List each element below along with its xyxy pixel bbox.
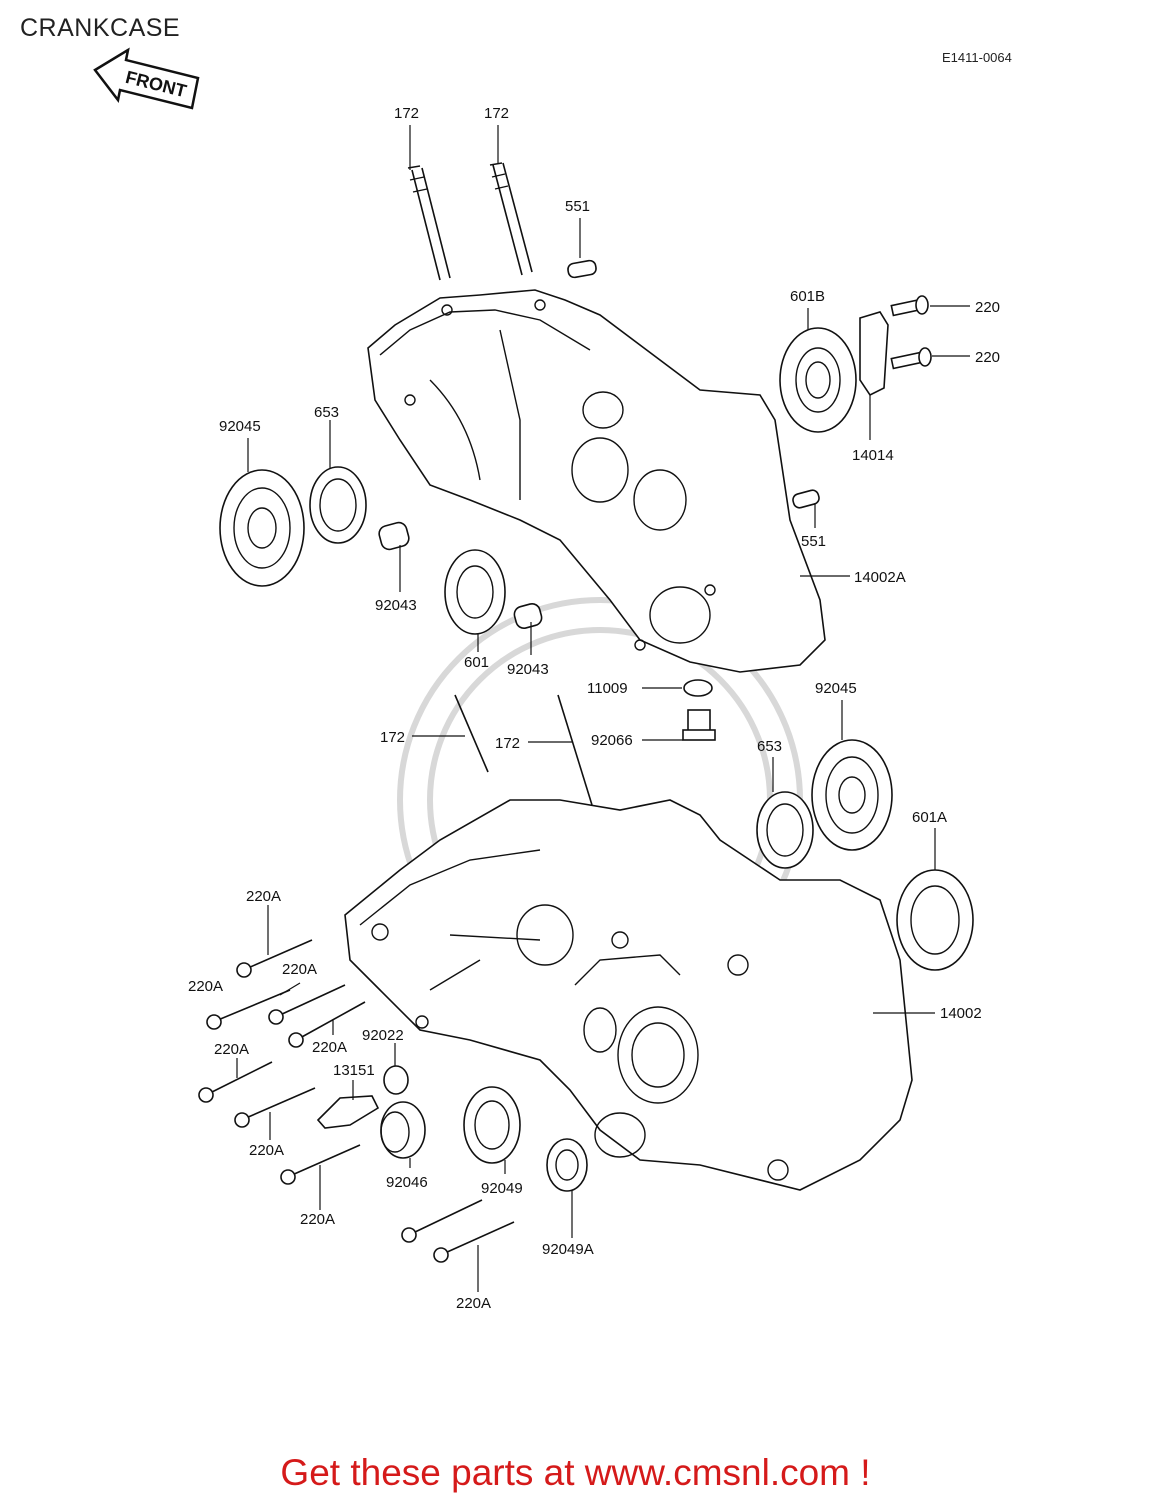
bearing-601b bbox=[779, 327, 857, 433]
part-labels: 172 172 551 601B 220 220 14014 92045 653… bbox=[188, 105, 1000, 1312]
diagram-code: E1411-0064 bbox=[942, 50, 1012, 65]
leader-lines bbox=[236, 125, 970, 1292]
label-92045-a: 92045 bbox=[219, 418, 261, 435]
bolt-220a-1 bbox=[236, 939, 313, 978]
label-601a: 601A bbox=[912, 809, 947, 826]
label-92022: 92022 bbox=[362, 1027, 404, 1044]
label-220a-4: 220A bbox=[312, 1039, 347, 1056]
screw-220-lower bbox=[890, 347, 932, 370]
bolt-220a-2 bbox=[206, 989, 291, 1030]
label-601b: 601B bbox=[790, 288, 825, 305]
bearing-92045-right bbox=[811, 739, 893, 851]
label-172-b: 172 bbox=[484, 105, 509, 122]
bolt-220a-9 bbox=[433, 1221, 515, 1263]
label-220a-7: 220A bbox=[300, 1211, 335, 1228]
label-220a-2: 220A bbox=[282, 961, 317, 978]
label-92043-a: 92043 bbox=[375, 597, 417, 614]
switch-13151 bbox=[316, 1095, 380, 1129]
label-92043-b: 92043 bbox=[507, 661, 549, 678]
label-92045-b: 92045 bbox=[815, 680, 857, 697]
bearing-601a bbox=[896, 869, 974, 971]
label-220-b: 220 bbox=[975, 349, 1000, 366]
label-14014: 14014 bbox=[852, 447, 894, 464]
label-653-b: 653 bbox=[757, 738, 782, 755]
cta-link[interactable]: Get these parts at www.cmsnl.com ! bbox=[280, 1452, 871, 1493]
bearing-92045-left bbox=[219, 469, 305, 587]
label-220a-5: 220A bbox=[214, 1041, 249, 1058]
collar-92043-right bbox=[513, 603, 543, 629]
label-13151: 13151 bbox=[333, 1062, 375, 1079]
label-172-a: 172 bbox=[394, 105, 419, 122]
bolt-220a-group bbox=[198, 939, 515, 1263]
screw-220-upper bbox=[890, 295, 929, 317]
label-653-a: 653 bbox=[314, 404, 339, 421]
label-601: 601 bbox=[464, 654, 489, 671]
label-220a-6: 220A bbox=[249, 1142, 284, 1159]
stud-172-upper-left bbox=[407, 165, 451, 281]
label-92046: 92046 bbox=[386, 1174, 428, 1191]
dowel-pin-551-lower bbox=[792, 489, 820, 509]
lower-crankcase-half bbox=[344, 799, 913, 1191]
stud-172-lower-right bbox=[557, 694, 593, 806]
label-92066: 92066 bbox=[591, 732, 633, 749]
label-172-c: 172 bbox=[380, 729, 405, 746]
oil-seal-92049 bbox=[463, 1086, 521, 1164]
label-14002a: 14002A bbox=[854, 569, 906, 586]
dowel-pin-551-upper bbox=[567, 259, 597, 279]
washer-11009 bbox=[683, 679, 713, 697]
front-arrow-icon: FRONT bbox=[93, 47, 200, 110]
label-551-b: 551 bbox=[801, 533, 826, 550]
label-220a-8: 220A bbox=[456, 1295, 491, 1312]
stud-172-upper-right bbox=[489, 162, 533, 276]
oil-seal-653-upper bbox=[309, 466, 367, 544]
label-220-a: 220 bbox=[975, 299, 1000, 316]
label-220a-3: 220A bbox=[188, 978, 223, 995]
bolt-220a-3 bbox=[268, 984, 346, 1025]
oil-seal-92049a bbox=[546, 1138, 588, 1192]
diagram-title: CRANKCASE bbox=[20, 14, 181, 42]
oil-seal-653-lower bbox=[756, 791, 814, 869]
bearing-plate-14014 bbox=[859, 311, 889, 397]
bearing-601 bbox=[444, 549, 506, 635]
label-220a-1: 220A bbox=[246, 888, 281, 905]
label-92049a: 92049A bbox=[542, 1241, 594, 1258]
label-92049: 92049 bbox=[481, 1180, 523, 1197]
drain-plug-92066 bbox=[682, 709, 716, 741]
collar-92043-left bbox=[378, 521, 410, 551]
bolt-220a-8 bbox=[401, 1199, 483, 1243]
stud-172-lower-left bbox=[454, 694, 489, 773]
washer-92022 bbox=[383, 1065, 409, 1095]
label-551-a: 551 bbox=[565, 198, 590, 215]
label-172-d: 172 bbox=[495, 735, 520, 752]
bolt-220a-6 bbox=[234, 1087, 316, 1128]
upper-crankcase-half bbox=[367, 289, 826, 673]
bolt-220a-5 bbox=[198, 1061, 273, 1103]
bolt-220a-7 bbox=[280, 1144, 361, 1185]
label-14002: 14002 bbox=[940, 1005, 982, 1022]
collar-92046 bbox=[380, 1101, 426, 1159]
label-11009: 11009 bbox=[587, 680, 628, 697]
